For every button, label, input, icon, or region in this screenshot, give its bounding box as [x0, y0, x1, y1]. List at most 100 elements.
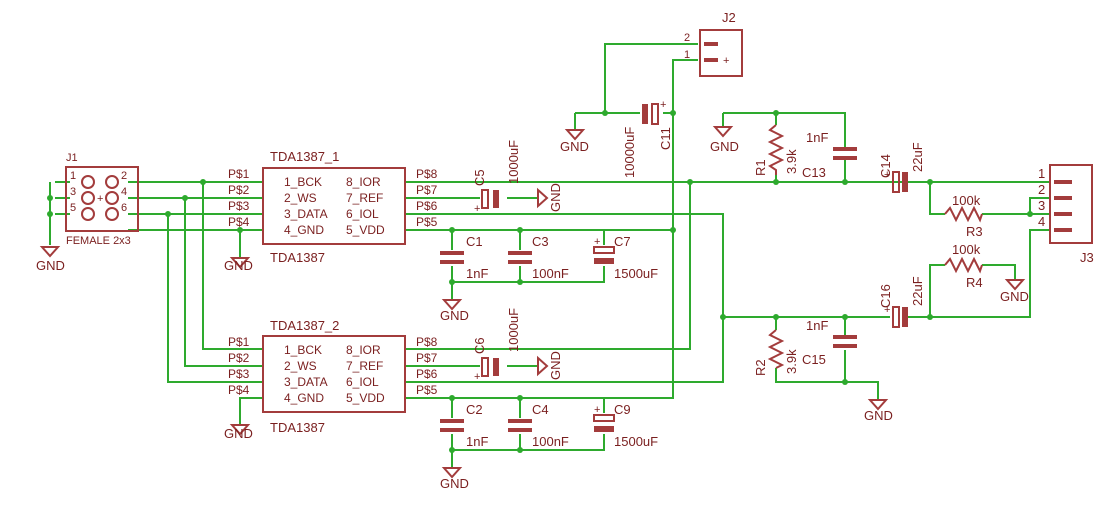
gnd-symbol-top: GND — [710, 126, 739, 154]
resistor-r1[interactable]: R1 3.9k — [753, 124, 799, 176]
j1-pin-label: 3 — [70, 186, 76, 198]
cap-value: 1000uF — [506, 140, 521, 184]
junction-dot — [927, 314, 933, 320]
resistor-zigzag — [767, 329, 785, 369]
gnd-symbol-caps1: GND — [440, 299, 469, 323]
connector-j3[interactable]: 1 2 3 4 J3 — [1038, 164, 1094, 265]
cap-c6[interactable]: + C6 1000uF — [472, 308, 521, 383]
ic-u2[interactable]: TDA1387_2 1_BCK 2_WS 3_DATA 4_GND 8_IOR … — [228, 318, 438, 435]
cap-plus: + — [594, 404, 600, 416]
u1-pin: 1_BCK — [284, 175, 322, 189]
cap-c9[interactable]: + C9 1500uF — [593, 402, 658, 449]
u1-padlabel: P$2 — [228, 183, 250, 197]
cap-c11[interactable]: + 10000uF C11 — [622, 99, 673, 178]
cap-c1[interactable]: C1 1nF — [440, 234, 488, 281]
junction-dot — [165, 211, 171, 217]
j1-ref: J1 — [66, 152, 78, 164]
j3-pin-mark — [1054, 196, 1072, 200]
cap-value: 100nF — [532, 434, 569, 449]
u1-value: TDA1387 — [270, 250, 325, 265]
j1-pin-label: 2 — [121, 170, 127, 182]
cap-plate-fill — [493, 190, 499, 208]
u2-padlabel: P$5 — [416, 383, 438, 397]
wire-j2-pin2 — [604, 43, 698, 114]
gnd-label: GND — [864, 408, 893, 423]
junction-dot — [517, 227, 523, 233]
u2-padlabel: P$7 — [416, 351, 438, 365]
cap-value: 100nF — [532, 266, 569, 281]
cap-c3[interactable]: C3 100nF — [508, 234, 569, 281]
resistor-r3[interactable]: 100k R3 — [944, 193, 983, 239]
junction-dot — [517, 447, 523, 453]
u2-padlabel: P$8 — [416, 335, 438, 349]
resistor-value: 100k — [952, 193, 981, 208]
junction-dot — [670, 110, 676, 116]
cap-ref: C7 — [614, 234, 631, 249]
resistor-r2[interactable]: R2 3.9k — [753, 329, 799, 376]
cap-plate-fill — [902, 307, 908, 327]
j2-pin-mark — [704, 42, 718, 46]
wires — [49, 43, 1050, 468]
cap-c16[interactable]: + C16 22uF — [878, 276, 925, 328]
junction-dot — [449, 447, 455, 453]
j1-plus: + — [97, 193, 103, 205]
u2-pin: 6_IOL — [346, 375, 379, 389]
wire-j2-pin1 — [663, 59, 698, 114]
gnd-label: GND — [440, 476, 469, 491]
cap-plate-fill — [833, 156, 857, 160]
cap-polar-plate — [593, 414, 615, 422]
junction-dot — [670, 227, 676, 233]
j3-pin-mark — [1054, 212, 1072, 216]
cap-c4[interactable]: C4 100nF — [508, 402, 569, 449]
wire-bck-bus — [202, 182, 263, 350]
j1-body — [65, 166, 139, 232]
cap-value: 10000uF — [622, 127, 637, 178]
cap-c13[interactable]: 1nF C13 — [802, 130, 857, 180]
wire-gnd2-drop — [239, 397, 263, 425]
gnd-label: GND — [440, 308, 469, 323]
connector-j2[interactable]: J2 2 1 + — [684, 10, 743, 77]
cap-c14[interactable]: + C14 22uF — [878, 142, 925, 193]
cap-plus: + — [884, 304, 890, 316]
gnd-label: GND — [224, 258, 253, 273]
cap-value: 1nF — [466, 434, 488, 449]
u1-padlabel: P$4 — [228, 215, 250, 229]
ground-icon — [39, 246, 61, 258]
junction-dot — [47, 211, 53, 217]
j1-pin-label: 1 — [70, 170, 76, 182]
j2-ref: J2 — [722, 10, 736, 25]
junction-dot — [687, 179, 693, 185]
cap-c2[interactable]: C2 1nF — [440, 402, 488, 449]
cap-plate-fill — [508, 419, 532, 423]
resistor-r4[interactable]: 100k R4 — [944, 242, 983, 290]
cap-c15[interactable]: 1nF C15 — [802, 318, 857, 367]
junction-dot — [182, 195, 188, 201]
resistor-ref: R3 — [966, 224, 983, 239]
wire-bot-gnd — [775, 350, 879, 400]
cap-c7[interactable]: + C7 1500uF — [593, 234, 658, 281]
ground-icon — [537, 355, 549, 377]
u2-pin: 7_REF — [346, 359, 383, 373]
resistor-value: 100k — [952, 242, 981, 257]
u2-pin: 5_VDD — [346, 391, 385, 405]
cap-value: 1500uF — [614, 266, 658, 281]
junction-dot — [842, 179, 848, 185]
cap-plate-fill — [833, 335, 857, 339]
gnd-label: GND — [36, 258, 65, 273]
u2-padlabel: P$3 — [228, 367, 250, 381]
wire-caps2-top — [451, 398, 605, 418]
u1-padlabel: P$6 — [416, 199, 438, 213]
j3-pin-mark — [1054, 228, 1072, 232]
cap-c5[interactable]: + C5 1000uF — [472, 140, 521, 215]
connector-j1[interactable]: J1 1 3 5 2 4 6 + FEMALE 2x3 — [65, 152, 139, 247]
cap-value: 22uF — [910, 276, 925, 306]
gnd-label: GND — [560, 139, 589, 154]
cap-ref: C9 — [614, 402, 631, 417]
cap-ref: C16 — [878, 284, 893, 308]
u1-body — [262, 167, 406, 245]
ground-icon — [441, 467, 463, 479]
j3-pin: 2 — [1038, 182, 1045, 197]
ic-u1[interactable]: TDA1387_1 1_BCK 2_WS 3_DATA 4_GND 8_IOR … — [228, 149, 438, 265]
u1-padlabel: P$7 — [416, 183, 438, 197]
cap-ref: C15 — [802, 352, 826, 367]
